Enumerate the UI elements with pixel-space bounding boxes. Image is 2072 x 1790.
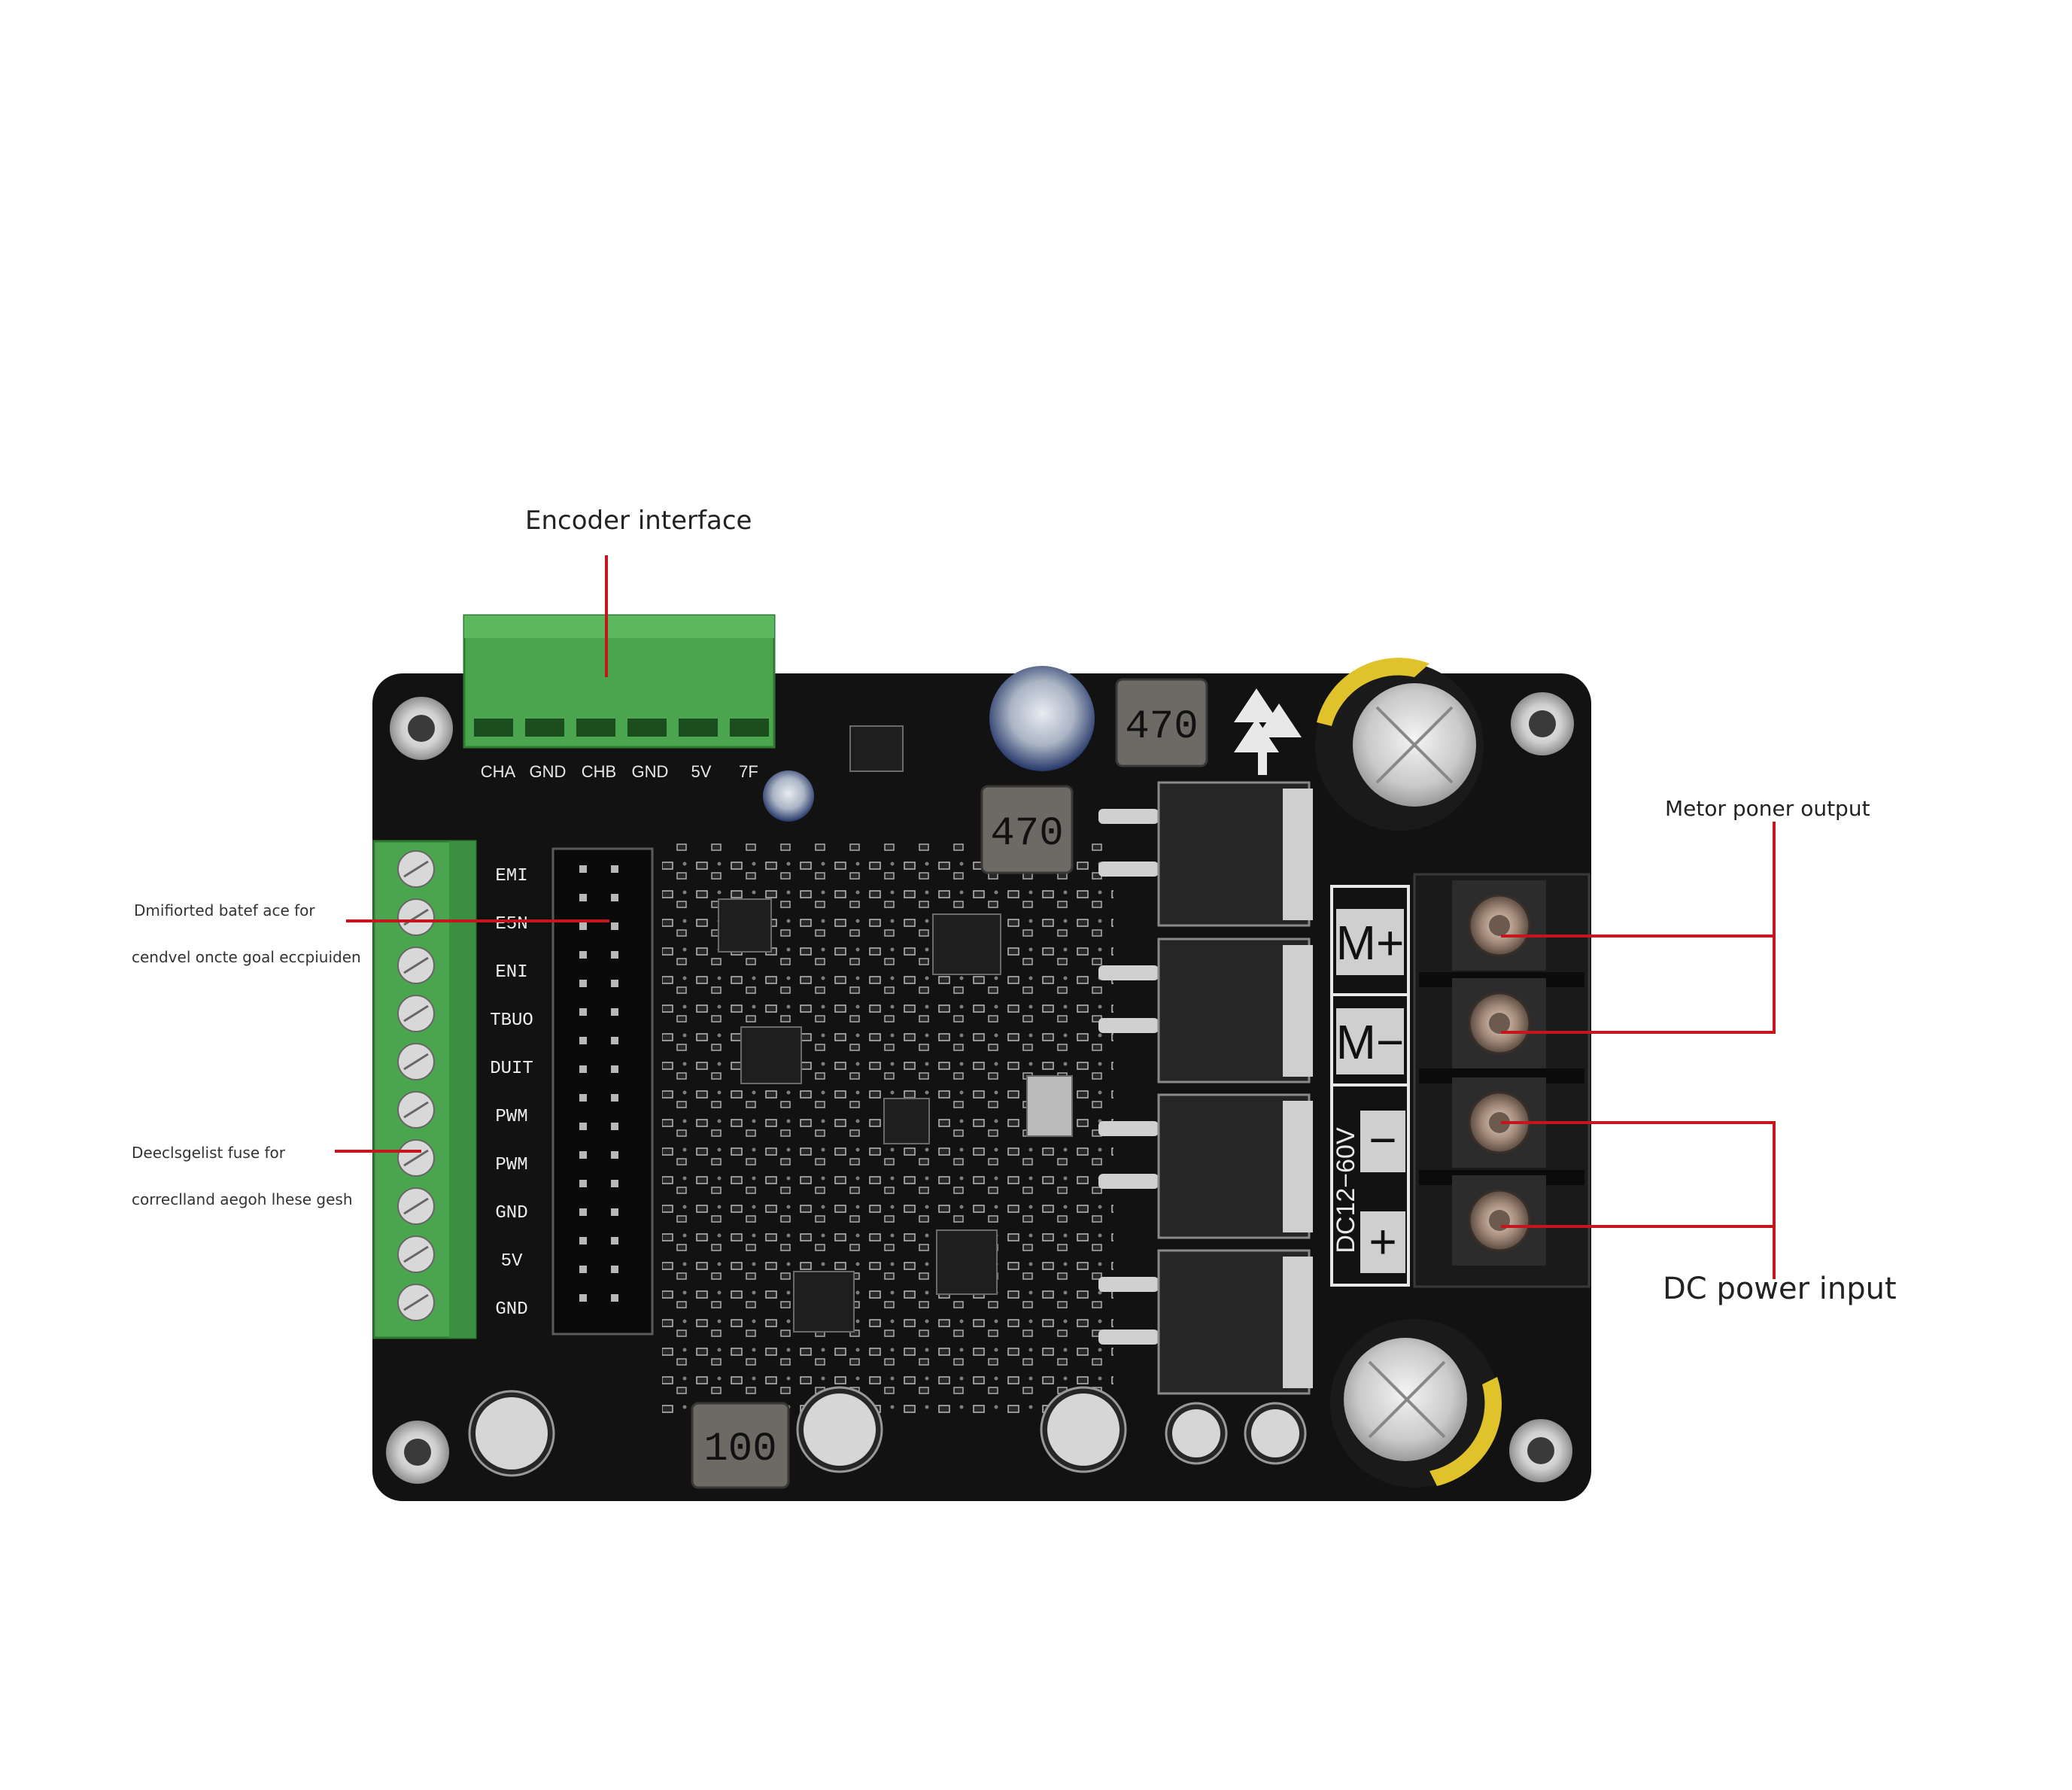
- header-pin: [579, 1065, 587, 1073]
- mosfet-tab: [1283, 1257, 1313, 1388]
- header-pin: [579, 1151, 587, 1159]
- terminal-label: PWM: [495, 1155, 527, 1175]
- header-pin: [579, 980, 587, 987]
- header-pin: [611, 951, 618, 959]
- dc-input-leader: [1501, 1121, 1776, 1228]
- header-pin: [579, 1208, 587, 1216]
- pin-header-pins: [579, 865, 618, 1302]
- dc-plus-label: +: [1369, 1214, 1396, 1269]
- control-terminal-labels: EMI E5N ENI TBUO DUIT PWM PWM GND 5V GND: [490, 866, 533, 1320]
- inductor-value: 470: [1125, 704, 1198, 750]
- board-logo: [1234, 688, 1302, 775]
- terminal-label: E5N: [495, 914, 527, 935]
- header-pin: [579, 865, 587, 873]
- mosfet-lead: [1098, 1121, 1159, 1136]
- terminal-label: PWM: [495, 1107, 527, 1127]
- encoder-pin-label: CHA: [481, 762, 516, 781]
- header-pin: [611, 1037, 618, 1044]
- smd-capacitors: [468, 1386, 1307, 1477]
- mosfet-lead: [1098, 1277, 1159, 1292]
- left-bottom-callout-line1: Deeclsgelist fuse for: [132, 1144, 286, 1162]
- header-pin: [611, 1123, 618, 1130]
- mosfet-tab: [1283, 789, 1313, 920]
- terminal-label: 5V: [501, 1251, 523, 1272]
- control-terminal-screws: [397, 850, 435, 1321]
- mosfet-lead: [1098, 1018, 1159, 1033]
- inductor: 470: [980, 785, 1074, 874]
- header-pin: [611, 865, 618, 873]
- mosfet-lead: [1098, 965, 1159, 980]
- header-pin: [611, 980, 618, 987]
- header-pin: [611, 922, 618, 930]
- header-pin: [611, 1094, 618, 1102]
- header-pin: [611, 1065, 618, 1073]
- header-pin: [579, 1294, 587, 1302]
- header-pin: [579, 951, 587, 959]
- large-capacitor: [1330, 1319, 1502, 1488]
- header-pin: [579, 922, 587, 930]
- terminal-label: ENI: [495, 962, 527, 983]
- ic-chips: [718, 725, 1073, 1333]
- motor-output-callout: Metor poner output: [1665, 796, 1870, 821]
- header-pin: [579, 1123, 587, 1130]
- mosfet-lead: [1098, 1330, 1159, 1345]
- leader-lines: [335, 555, 1776, 1279]
- dc-input-callout: DC power input: [1663, 1272, 1897, 1306]
- terminal-label: GND: [495, 1203, 527, 1223]
- inductor-value: 100: [703, 1427, 776, 1472]
- header-pin: [579, 894, 587, 901]
- header-pin: [579, 1094, 587, 1102]
- encoder-pin-label: GND: [632, 762, 669, 781]
- mosfet-array: [1098, 781, 1313, 1395]
- encoder-callout: Encoder interface: [525, 506, 752, 536]
- small-capacitor: [763, 770, 814, 822]
- left-bottom-callout-line2: correclland aegoh lhese gesh: [132, 1190, 353, 1208]
- header-pin: [611, 894, 618, 901]
- terminal-label: TBUO: [490, 1010, 533, 1031]
- inductor: 470: [1115, 678, 1208, 767]
- mosfet-lead: [1098, 1174, 1159, 1189]
- header-pin: [579, 1266, 587, 1273]
- inductor-value: 470: [990, 811, 1063, 857]
- mosfet-lead: [1098, 862, 1159, 877]
- encoder-pin-label: CHB: [582, 762, 616, 781]
- mosfet-tab: [1283, 1101, 1313, 1232]
- motor-plus-label: M+: [1336, 916, 1405, 970]
- mounting-holes: [386, 692, 1574, 1484]
- encoder-pin-labels: CHA GND CHB GND 5V 7F: [481, 762, 758, 781]
- header-pin: [579, 1037, 587, 1044]
- header-pin: [611, 1208, 618, 1216]
- encoder-pin-label: GND: [530, 762, 567, 781]
- motor-output-leader: [1501, 935, 1776, 1034]
- terminal-label: GND: [495, 1299, 527, 1320]
- header-pin: [611, 1266, 618, 1273]
- header-pin: [579, 1180, 587, 1187]
- header-pin: [611, 1237, 618, 1244]
- left-top-callout-line2: cendvel oncte goal eccpiuiden: [132, 948, 361, 966]
- terminal-label: EMI: [495, 866, 527, 886]
- header-pin: [611, 1008, 618, 1016]
- encoder-connector: [463, 614, 776, 749]
- terminal-label: DUIT: [490, 1059, 533, 1079]
- dc-minus-label: −: [1369, 1113, 1396, 1167]
- large-capacitor: [1315, 658, 1484, 831]
- left-top-callout-line1: Dmifiorted batef ace for: [134, 901, 315, 919]
- header-pin: [611, 1294, 618, 1302]
- header-pin: [579, 1237, 587, 1244]
- encoder-pin-label: 7F: [739, 762, 758, 781]
- power-terminal-labels: M+ M− − + DC12−60V: [1332, 909, 1405, 1273]
- encoder-pin-label: 5V: [691, 762, 712, 781]
- mosfet-lead: [1098, 809, 1159, 824]
- header-pin: [611, 1180, 618, 1187]
- header-pin: [611, 1151, 618, 1159]
- pin-header: [551, 847, 654, 1336]
- power-label-panel: [1330, 885, 1410, 1287]
- blue-capacitor: [989, 666, 1095, 771]
- mosfet-tab: [1283, 945, 1313, 1077]
- voltage-label: DC12−60V: [1332, 1127, 1360, 1254]
- header-pin: [579, 1008, 587, 1016]
- motor-minus-label: M−: [1336, 1015, 1405, 1069]
- inductor: 100: [691, 1402, 790, 1489]
